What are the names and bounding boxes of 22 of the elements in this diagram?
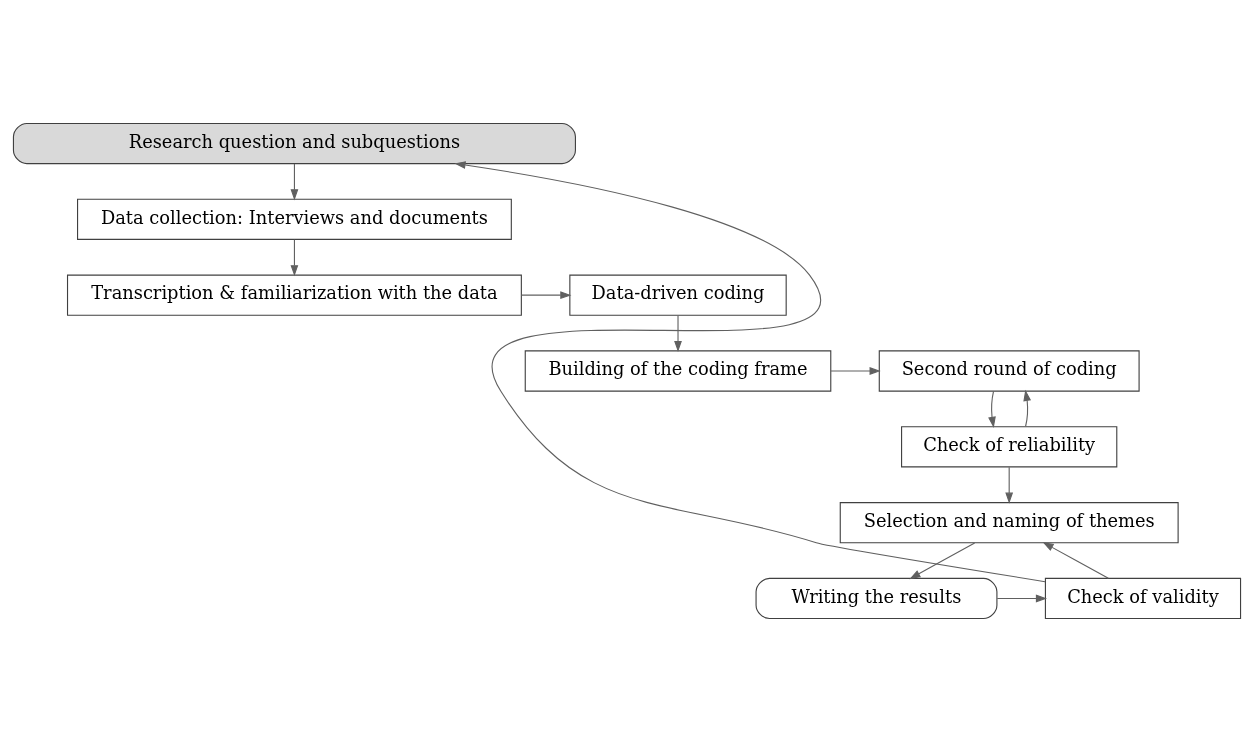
arrow (1023, 389, 1032, 427)
arrow (988, 390, 996, 428)
arrow (830, 367, 881, 375)
node-box: Building of the coding frame (524, 350, 832, 392)
arrow (674, 315, 682, 353)
node-box: Data-driven coding (569, 274, 787, 316)
node-box: Check of reliability (901, 426, 1118, 468)
arrow (1005, 466, 1014, 504)
arrow (290, 163, 299, 201)
arrow (996, 594, 1048, 603)
node-box: Second round of coding (878, 350, 1140, 392)
node-box: Transcription & familiarization with the data (66, 274, 522, 316)
node-box: Research question and subquestions (12, 122, 576, 165)
node-box: Writing the results (755, 577, 998, 620)
node-box: Selection and naming of themes (839, 502, 1179, 544)
arrow (290, 239, 299, 277)
node-box: Check of validity (1044, 577, 1242, 620)
arrow (1042, 542, 1109, 579)
arrow (454, 161, 1046, 583)
arrow (909, 542, 976, 580)
arrow (520, 291, 572, 300)
node-box: Data collection: Interviews and documents (77, 198, 512, 240)
